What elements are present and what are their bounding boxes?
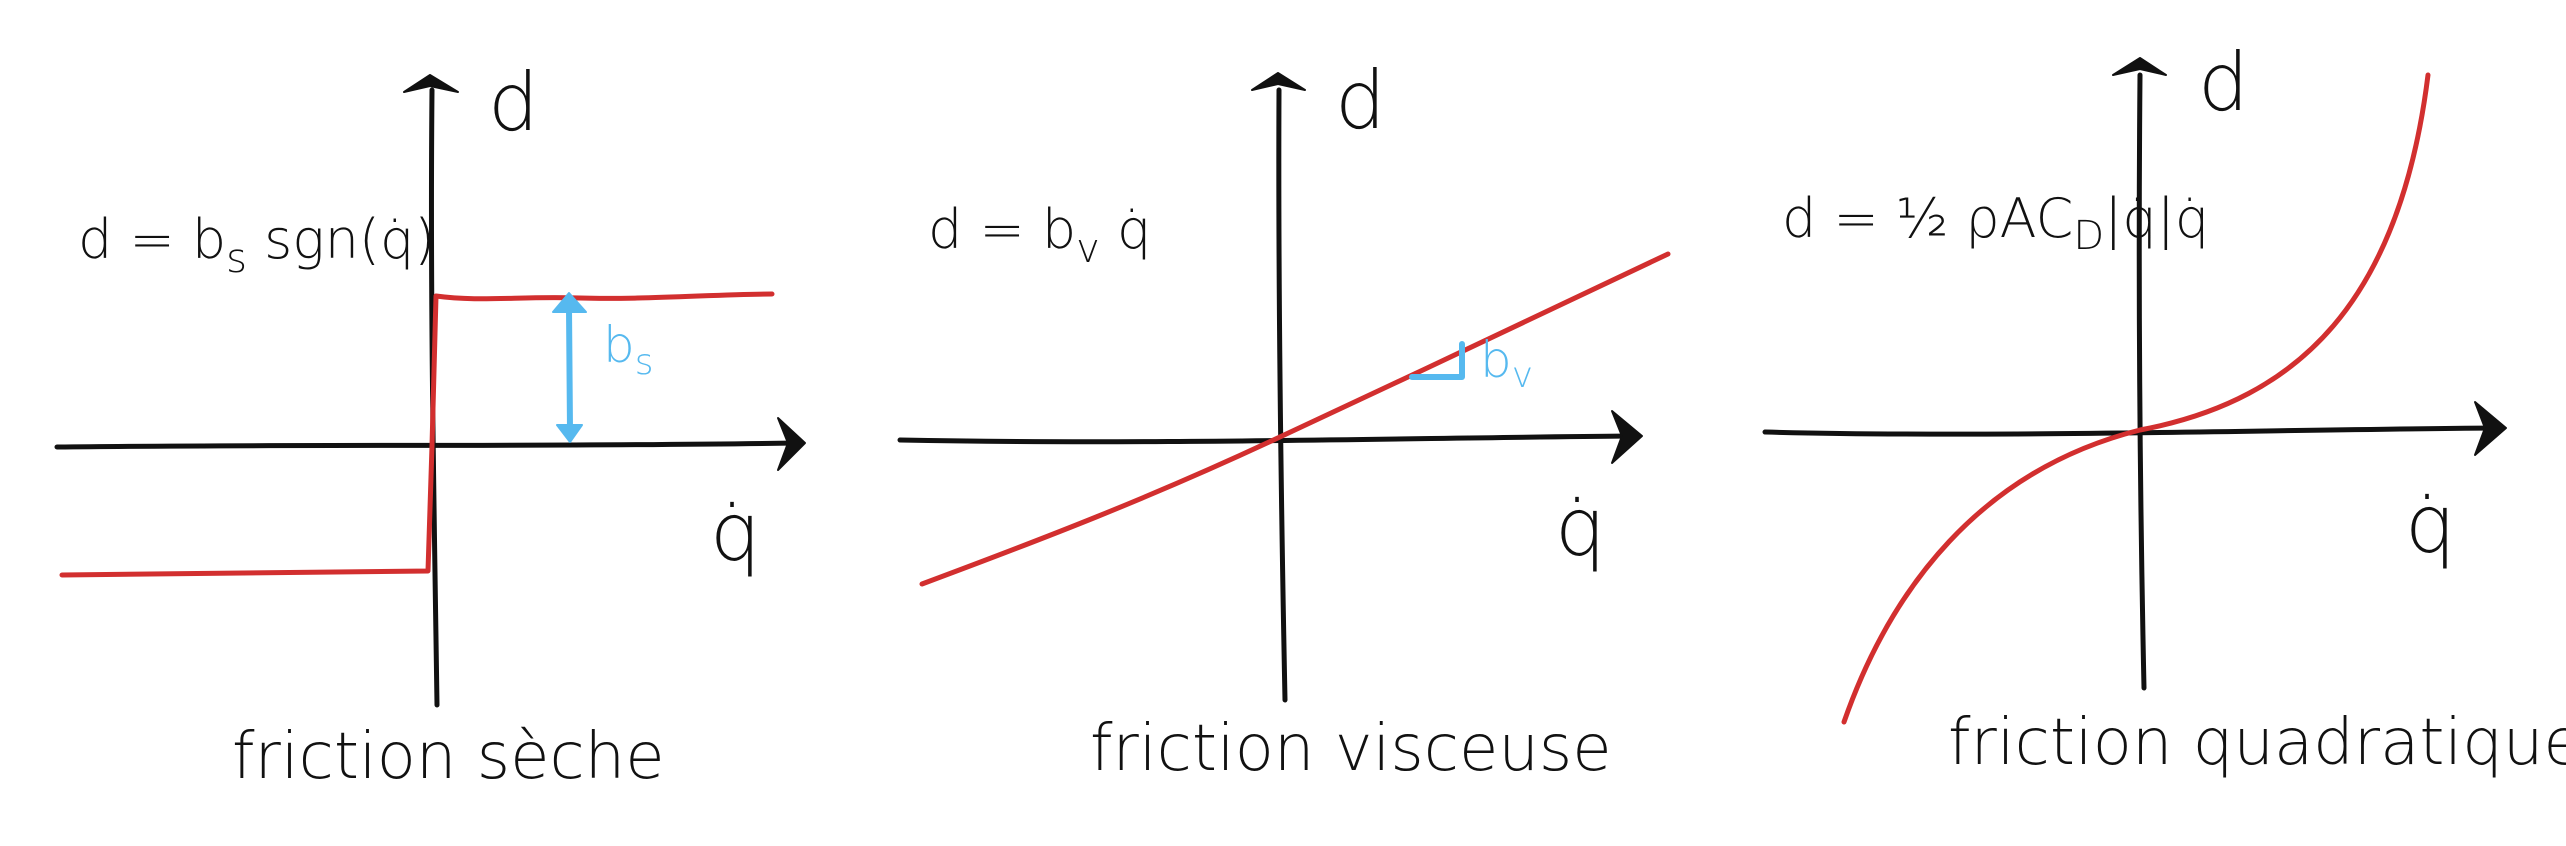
y-axis-arrowhead xyxy=(2112,57,2167,76)
bs-arrow-bottom xyxy=(556,424,583,443)
bs-label: bs xyxy=(603,316,654,383)
y-axis-label: d xyxy=(2198,36,2249,129)
bv-slope-marker xyxy=(1409,341,1465,380)
dry-friction-curve-positive xyxy=(429,291,775,449)
viscous-friction-formula: d = bv q̇ xyxy=(928,198,1151,272)
bv-label: bv xyxy=(1480,331,1533,396)
quadratic-friction-curve xyxy=(1841,72,2431,725)
x-axis-arrowhead xyxy=(1611,410,1643,464)
x-axis-arrowhead xyxy=(777,417,806,471)
caption-dry-friction: friction sèche xyxy=(232,720,665,794)
y-axis-label: d xyxy=(1335,54,1386,147)
y-axis-arrowhead xyxy=(1251,72,1306,91)
y-axis xyxy=(2136,72,2147,691)
panel-viscous-friction: d q̇ d = bv q̇ bv friction visceuse xyxy=(897,54,1671,786)
caption-viscous-friction: friction visceuse xyxy=(1090,712,1612,786)
x-axis xyxy=(54,440,798,450)
viscous-friction-line xyxy=(919,251,1671,587)
dry-friction-curve-negative xyxy=(59,443,435,578)
x-axis-label: q̇ xyxy=(1555,481,1606,574)
y-axis xyxy=(1276,87,1288,703)
bs-arrow-top xyxy=(552,292,587,313)
panel-quadratic-friction: d q̇ d = ½ ρACD|q̇|q̇ friction quadratiq… xyxy=(1762,36,2566,780)
x-axis-label: q̇ xyxy=(710,486,761,579)
y-axis-label: d xyxy=(488,56,539,149)
x-axis-arrowhead xyxy=(2474,401,2507,456)
caption-quadratic-friction: friction quadratique xyxy=(1948,706,2566,780)
x-axis-label: q̇ xyxy=(2405,478,2456,571)
quadratic-friction-formula: d = ½ ρACD|q̇|q̇ xyxy=(1782,187,2209,259)
panel-dry-friction: d q̇ d = bs sgn(q̇) bs friction sèche xyxy=(54,56,806,794)
dry-friction-formula: d = bs sgn(q̇) xyxy=(78,208,435,282)
y-axis-arrowhead xyxy=(403,74,459,93)
bs-double-arrow xyxy=(566,305,573,433)
x-axis xyxy=(897,433,1633,445)
